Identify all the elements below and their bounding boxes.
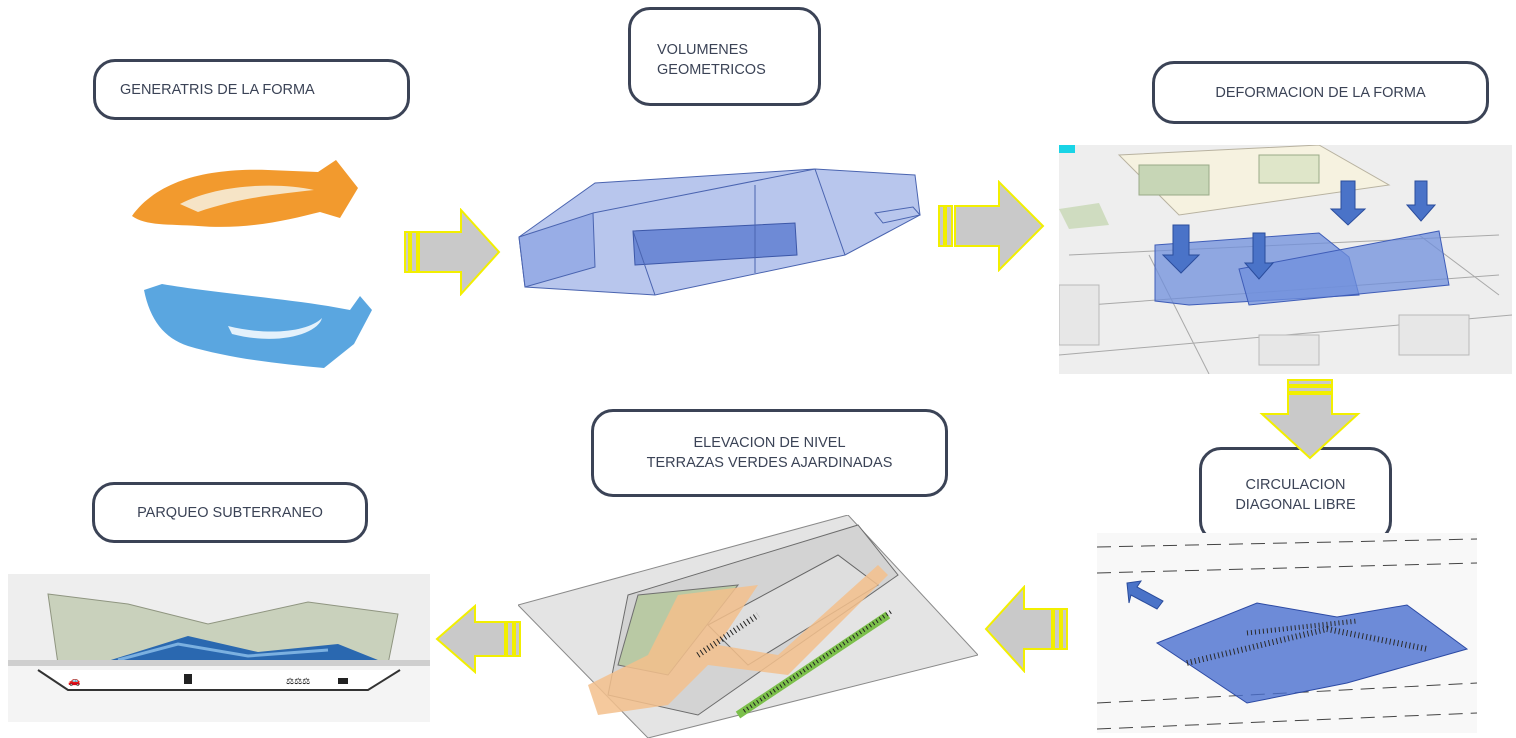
circulation-band — [588, 565, 888, 715]
label-generatriz: GENERATRIS DE LA FORMA — [93, 59, 410, 120]
label-deformacion: DEFORMACION DE LA FORMA — [1152, 61, 1489, 124]
label-elevacion: ELEVACION DE NIVEL TERRAZAS VERDES AJARD… — [591, 409, 948, 497]
label-volumenes: VOLUMENES GEOMETRICOS — [628, 7, 821, 106]
label-generatriz-text: GENERATRIS DE LA FORMA — [120, 81, 315, 98]
down-arrow-icon — [1405, 180, 1437, 222]
label-elevacion-line2: TERRAZAS VERDES AJARDINADAS — [646, 455, 893, 471]
svg-text:⚖⚖⚖: ⚖⚖⚖ — [286, 677, 310, 687]
deformacion-illustration — [1059, 145, 1512, 374]
flow-arrow-down — [1259, 379, 1361, 460]
flow-arrow-right-1 — [404, 208, 501, 296]
label-deformacion-text: DEFORMACION DE LA FORMA — [1215, 84, 1426, 101]
blue-hand-shape — [144, 284, 372, 368]
label-circulacion: CIRCULACION DIAGONAL LIBRE — [1199, 447, 1392, 543]
flow-arrow-left-2 — [435, 604, 521, 674]
label-elevacion-line1: ELEVACION DE NIVEL — [693, 435, 846, 451]
flow-arrow-right-2 — [938, 180, 1045, 272]
label-volumenes-line1: VOLUMENES — [657, 42, 749, 58]
label-parqueo: PARQUEO SUBTERRANEO — [92, 482, 368, 543]
label-circulacion-line1: CIRCULACION — [1245, 477, 1346, 493]
down-arrow-icon — [1243, 232, 1275, 280]
down-arrow-icon — [1161, 224, 1201, 274]
svg-text:🚗: 🚗 — [68, 676, 80, 687]
elevacion-illustration — [518, 515, 978, 738]
circulacion-illustration — [1097, 533, 1477, 733]
label-parqueo-text: PARQUEO SUBTERRANEO — [137, 504, 323, 521]
volumenes-illustration — [515, 155, 930, 300]
label-circulacion-line2: DIAGONAL LIBRE — [1235, 497, 1356, 513]
flow-arrow-left-1 — [984, 585, 1068, 673]
diagonal-arrow-icon — [1126, 580, 1164, 610]
generatriz-illustration — [128, 160, 390, 370]
parqueo-illustration: 🚗 ⚖⚖⚖ — [8, 574, 430, 722]
label-volumenes-line2: GEOMETRICOS — [657, 62, 766, 78]
down-arrow-icon — [1329, 180, 1367, 226]
